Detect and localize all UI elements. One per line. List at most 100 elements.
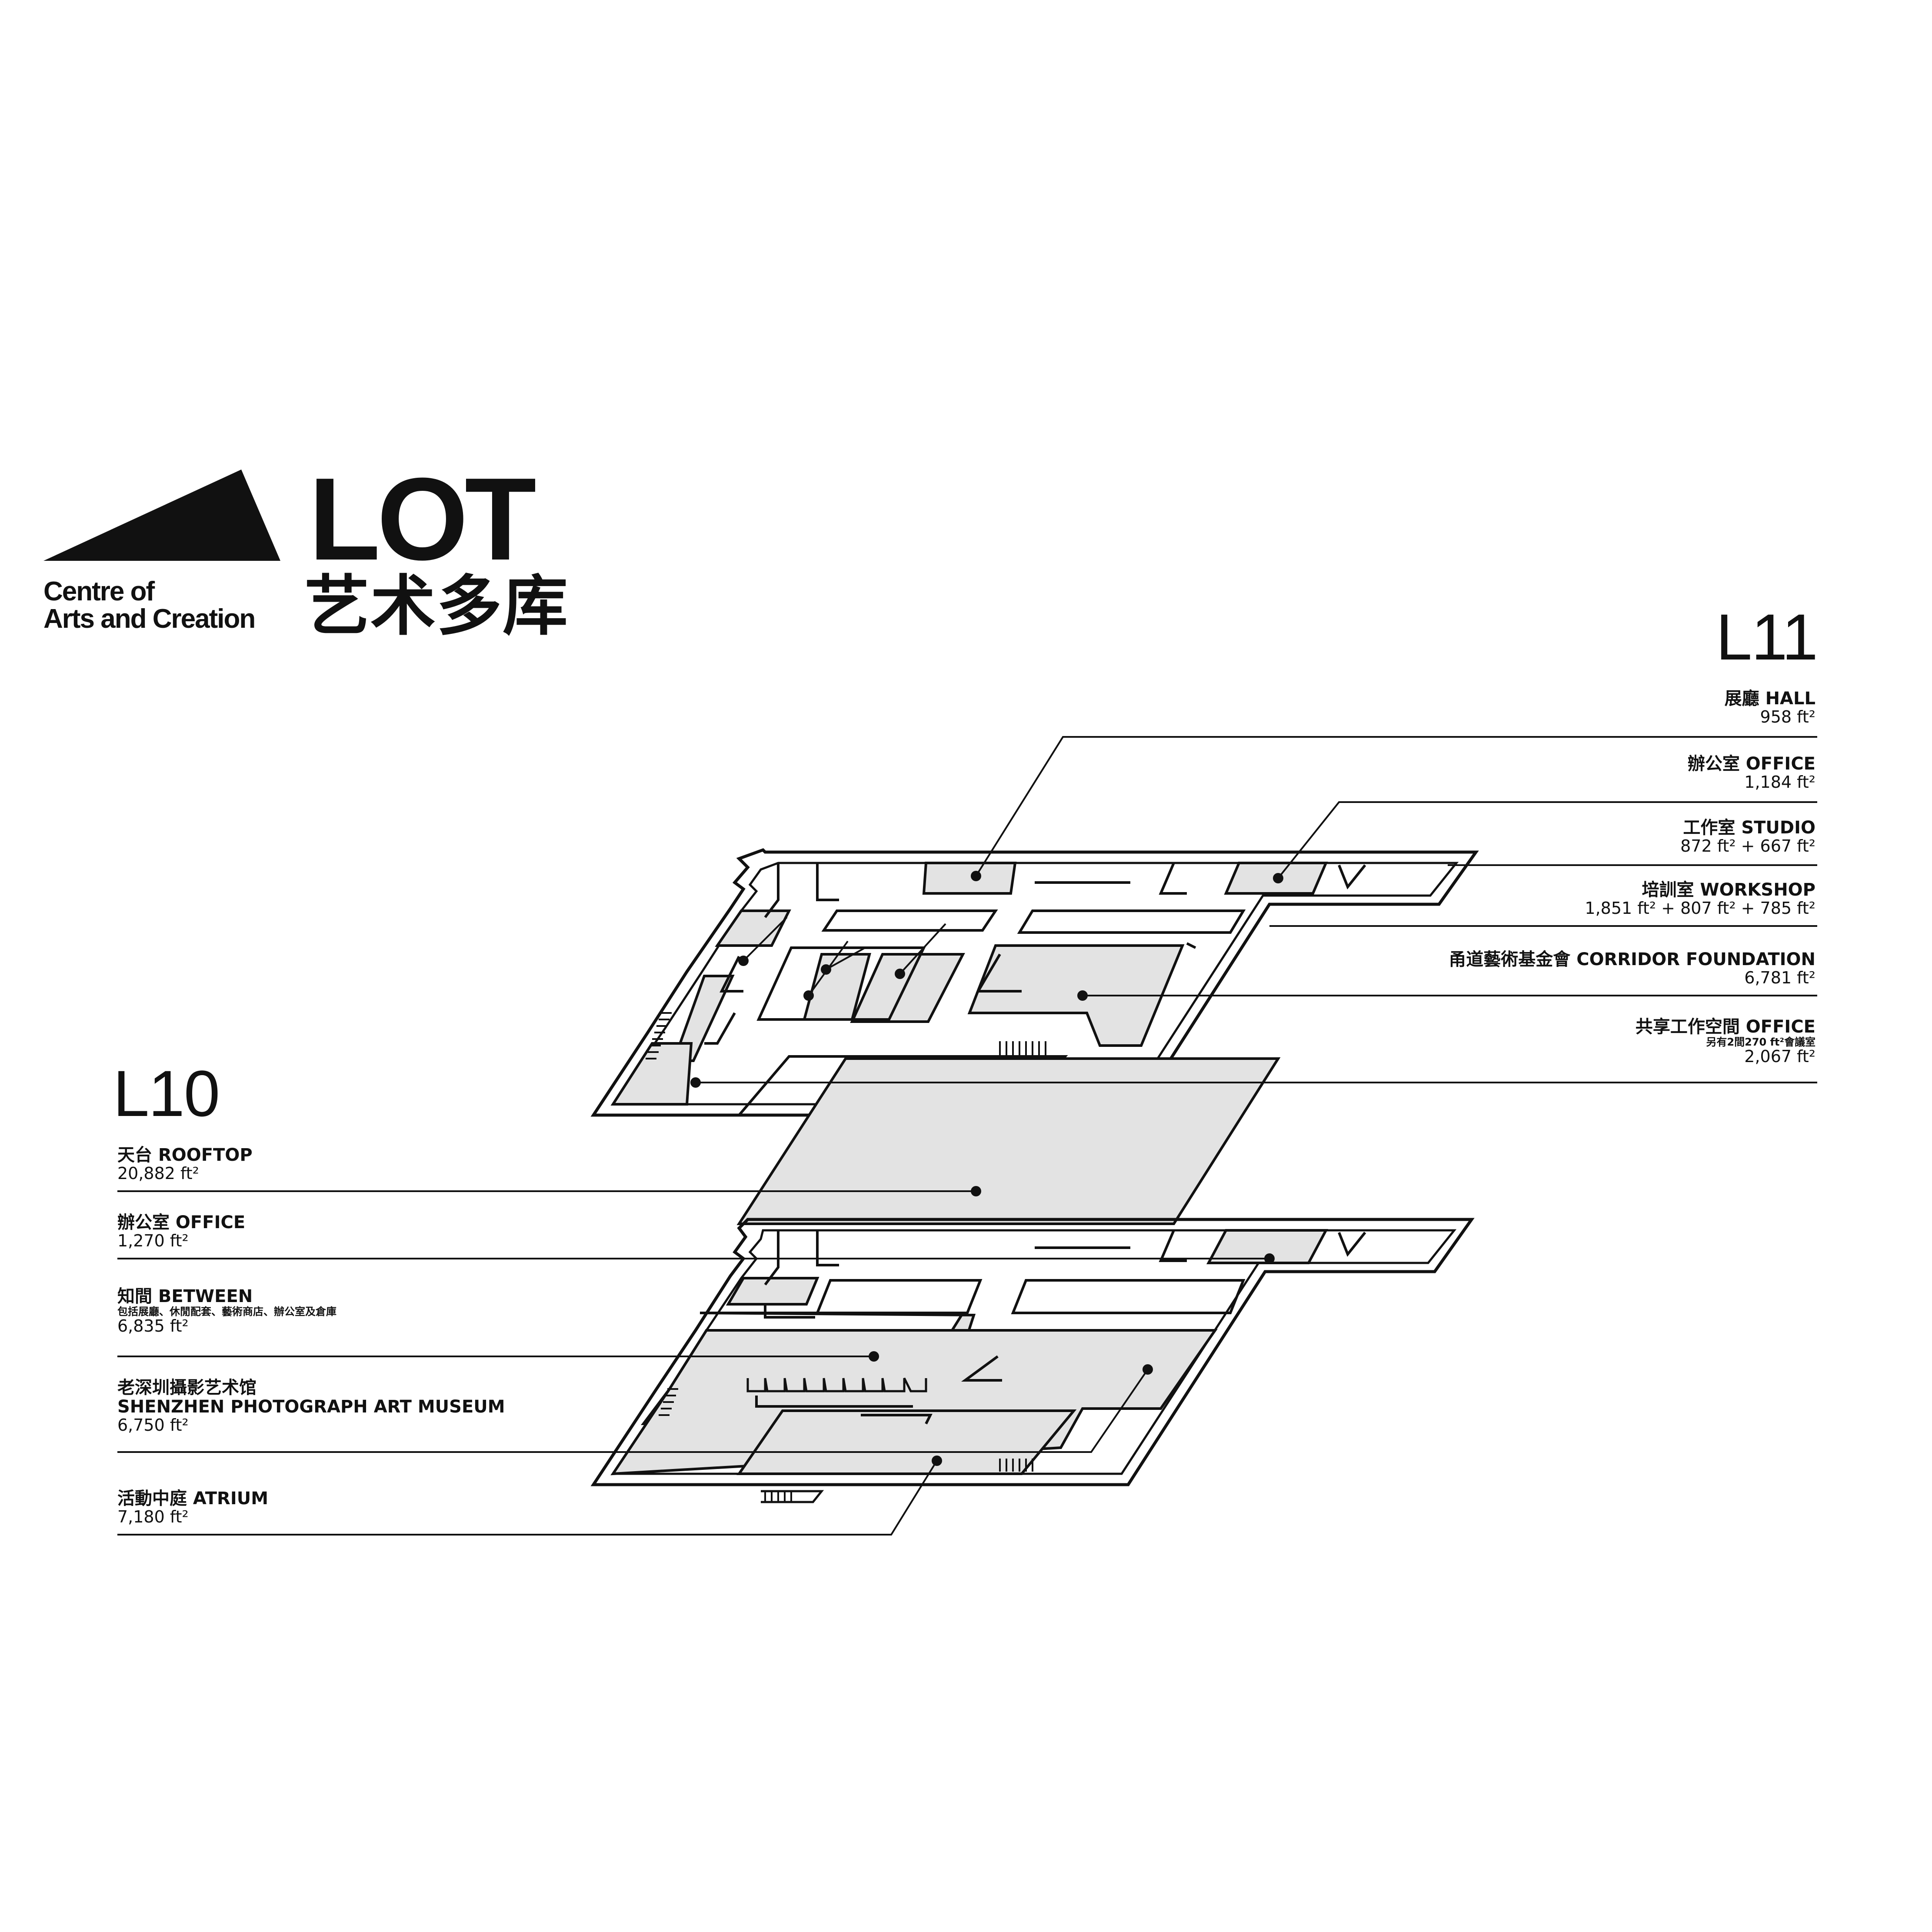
room-name: 甬道藝術基金會 CORRIDOR FOUNDATION: [1449, 949, 1815, 969]
l10-wall-6: [748, 1303, 815, 1319]
l11-stair-mid: [999, 1041, 1046, 1056]
leader-l10-museum: [117, 1369, 1149, 1453]
leader-l11-office: [1277, 801, 1817, 879]
room-name: 活動中庭 ATRIUM: [117, 1489, 269, 1509]
leader-l10-atrium: [117, 1460, 938, 1536]
l11-office-room-left: [672, 975, 735, 1062]
logo-english-line1: Centre of: [43, 576, 155, 606]
l11-block-1: [821, 909, 998, 932]
l11-wall-8: [976, 953, 1022, 993]
l11-leaders: [696, 736, 1817, 1083]
l11-shared-office-label: 共享工作空間 OFFICE 另有2間270 ft²會議室 2,067 ft²: [1636, 1017, 1815, 1066]
l11-hall-room: [922, 862, 1017, 895]
room-area: 872 ft² + 667 ft²: [1680, 836, 1815, 856]
logo-chinese: 艺术多库: [304, 569, 569, 644]
l11-block-3: [756, 946, 926, 1021]
room-area: 6,781 ft²: [1744, 968, 1815, 987]
l10-stair-left: [659, 1388, 678, 1416]
logo-triangle-icon: [43, 470, 280, 561]
l11-inner-outline: [611, 862, 1459, 1106]
l10-stairs: [659, 1377, 1033, 1503]
leader-workshop-3: [899, 923, 946, 975]
l11-workshop-room-a: [715, 909, 791, 947]
logo-english-line2: Arts and Creation: [43, 604, 256, 634]
room-name: 共享工作空間 OFFICE: [1635, 1017, 1815, 1037]
l10-between-label: 知間 BETWEEN 包括展廳、休閒配套、藝術商店、辦公室及倉庫 6,835 f…: [117, 1287, 336, 1336]
room-area: 6,750 ft²: [117, 1416, 189, 1435]
l10-stair-entry: [761, 1490, 824, 1503]
room-name: 培訓室 WORKSHOP: [1642, 880, 1815, 900]
room-area: 958 ft²: [1760, 707, 1815, 726]
l11-wall-6: [720, 956, 743, 993]
l11-dots: [690, 871, 1283, 1088]
room-area: 20,882 ft²: [117, 1164, 199, 1183]
l10-leaders: [117, 1190, 1269, 1536]
l11-wall-9: [1186, 942, 1196, 949]
level-l10-label: L10: [113, 1057, 220, 1130]
room-name: 展廳 HALL: [1724, 689, 1815, 709]
leader-workshop-1: [743, 916, 788, 962]
room-area: 6,835 ft²: [117, 1316, 189, 1336]
leader-l11-hall: [975, 736, 1817, 877]
room-note: 另有2間270 ft²會議室: [1706, 1036, 1815, 1048]
l10-wall-1: [764, 1230, 779, 1286]
l10-office-room: [1206, 1229, 1328, 1264]
l10-outline: [590, 1218, 1475, 1486]
room-area: 2,067 ft²: [1744, 1047, 1815, 1066]
l10-wall-9: [861, 1414, 933, 1425]
l10-rooftop-area: [736, 1057, 1281, 1225]
l10-block-2: [1011, 1279, 1246, 1314]
room-name: 辦公室 OFFICE: [1687, 754, 1815, 774]
l11-wall-1: [764, 863, 779, 918]
l10-display-counter: [746, 1377, 927, 1392]
l10-wall-7: [961, 1355, 1002, 1382]
l10-museum-label: 老深圳攝影艺术馆 SHENZHEN PHOTOGRAPH ART MUSEUM …: [117, 1378, 505, 1435]
l10-atrium-room: [736, 1409, 1077, 1475]
level-l11-label: L11: [1715, 600, 1818, 673]
l10-wall-2: [816, 1230, 839, 1266]
room-note: 包括展廳、休閒配套、藝術商店、辦公室及倉庫: [117, 1306, 336, 1318]
l10-dots: [869, 1186, 1275, 1466]
room-name: 辦公室 OFFICE: [117, 1212, 246, 1232]
l11-wall-7: [704, 1012, 736, 1045]
l11-workshop-room-c: [850, 953, 965, 1023]
l10-stair-right: [999, 1459, 1033, 1472]
room-name: 工作室 STUDIO: [1683, 818, 1815, 838]
room-area: 1,184 ft²: [1744, 773, 1815, 792]
l11-corridor-foundation-room: [967, 944, 1185, 1047]
l11-stair-left: [646, 1012, 672, 1059]
room-name-english: SHENZHEN PHOTOGRAPH ART MUSEUM: [117, 1397, 505, 1417]
l11-corridor-label: 甬道藝術基金會 CORRIDOR FOUNDATION 6,781 ft²: [1449, 950, 1815, 987]
l11-office-label: 辦公室 OFFICE 1,184 ft²: [1688, 754, 1815, 792]
l10-walls: [748, 1229, 1366, 1425]
l10-office-label: 辦公室 OFFICE 1,270 ft²: [117, 1213, 245, 1250]
l10-office-left-room: [726, 1277, 819, 1306]
room-area: 1,270 ft²: [117, 1231, 189, 1250]
l10-wall-8: [755, 1396, 913, 1408]
room-name: 天台 ROOFTOP: [117, 1145, 253, 1165]
l11-block-2: [1017, 909, 1246, 934]
room-name: 老深圳攝影艺术馆: [117, 1378, 256, 1398]
l10-atrium-label: 活動中庭 ATRIUM 7,180 ft²: [117, 1489, 268, 1526]
room-area: 7,180 ft²: [117, 1507, 189, 1526]
l11-workshop-label: 培訓室 WORKSHOP 1,851 ft² + 807 ft² + 785 f…: [1585, 880, 1815, 918]
l11-shared-office-room: [610, 1042, 693, 1106]
l10-rooms: [610, 1229, 1328, 1476]
l11-floor-plate: [590, 848, 1479, 1117]
l11-wall-2: [816, 863, 839, 901]
l11-hall-label: 展廳 HALL 958 ft²: [1725, 689, 1815, 726]
l11-wall-5: [1338, 864, 1366, 889]
logo-wordmark: LOT: [309, 454, 536, 585]
l11-outline: [590, 848, 1479, 1117]
l10-wall-5: [1338, 1232, 1366, 1257]
l11-studio-label: 工作室 STUDIO 872 ft² + 667 ft²: [1680, 818, 1815, 856]
room-area: 1,851 ft² + 807 ft² + 785 ft²: [1585, 899, 1815, 918]
l10-wall-4: [1159, 1229, 1187, 1262]
l10-block-1: [815, 1279, 983, 1314]
l10-rooftop-label: 天台 ROOFTOP 20,882 ft²: [117, 1146, 253, 1183]
l11-wall-4: [1159, 862, 1187, 895]
room-name: 知間 BETWEEN: [117, 1286, 253, 1306]
leader-workshop-4: [826, 947, 866, 970]
